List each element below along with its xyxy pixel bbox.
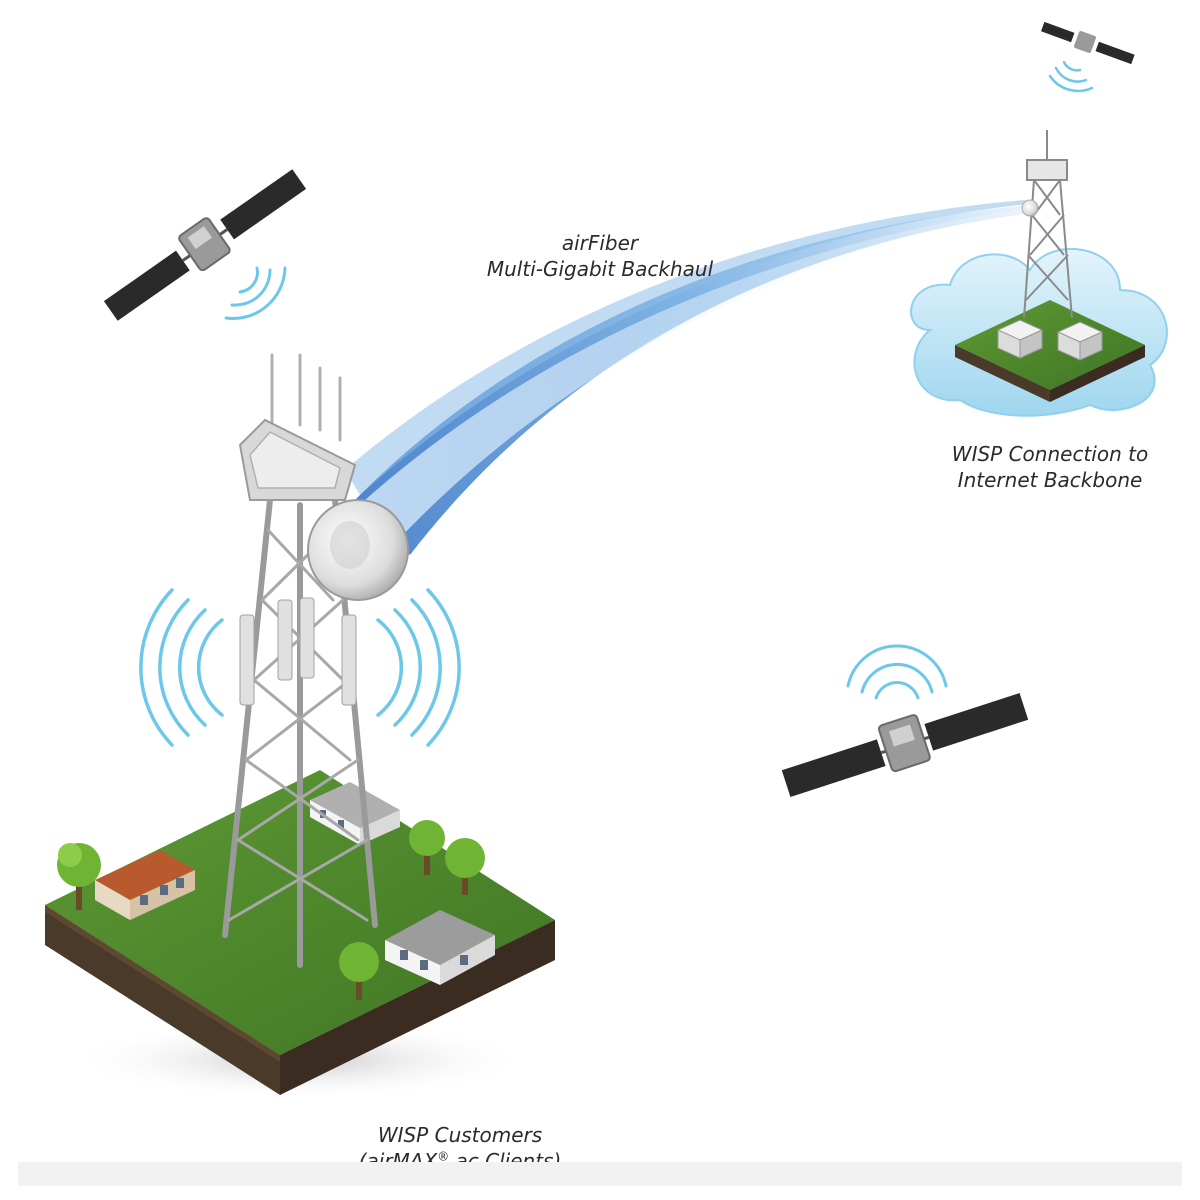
tree-icon <box>409 820 445 875</box>
tree-icon <box>57 843 101 910</box>
dish-antenna-icon <box>1021 199 1039 217</box>
backbone-island <box>910 130 1168 417</box>
tree-icon <box>339 942 379 1000</box>
house-icon <box>385 910 495 985</box>
backhaul-beam <box>345 200 1032 555</box>
satellite-icon <box>103 169 307 321</box>
customer-island <box>45 353 555 1100</box>
satellite-icon <box>781 693 1029 797</box>
dish-antenna-icon <box>307 499 409 601</box>
registered-mark: ® <box>437 1149 450 1164</box>
footer-bar <box>18 1162 1182 1186</box>
server-icon <box>1056 321 1104 361</box>
house-icon <box>95 850 195 920</box>
backbone-label: WISP Connection to Internet Backbone <box>900 441 1200 493</box>
backbone-label-line2: Internet Backbone <box>957 468 1143 492</box>
signal-waves-icon <box>1048 60 1094 93</box>
backhaul-label-line1: airFiber <box>561 231 639 255</box>
backhaul-label: airFiber Multi-Gigabit Backhaul <box>450 230 750 282</box>
satellite-icon <box>1041 21 1135 65</box>
backbone-label-line1: WISP Connection to <box>951 442 1149 466</box>
antenna-platform <box>238 418 357 706</box>
customers-label-line1: WISP Customers <box>377 1123 543 1147</box>
signal-waves-icon <box>846 644 948 700</box>
backhaul-label-line2: Multi-Gigabit Backhaul <box>486 257 714 281</box>
signal-waves-icon <box>139 588 224 747</box>
signal-waves-icon <box>224 266 287 320</box>
signal-waves-icon <box>376 588 461 747</box>
server-icon <box>996 319 1044 359</box>
tree-icon <box>445 838 485 895</box>
